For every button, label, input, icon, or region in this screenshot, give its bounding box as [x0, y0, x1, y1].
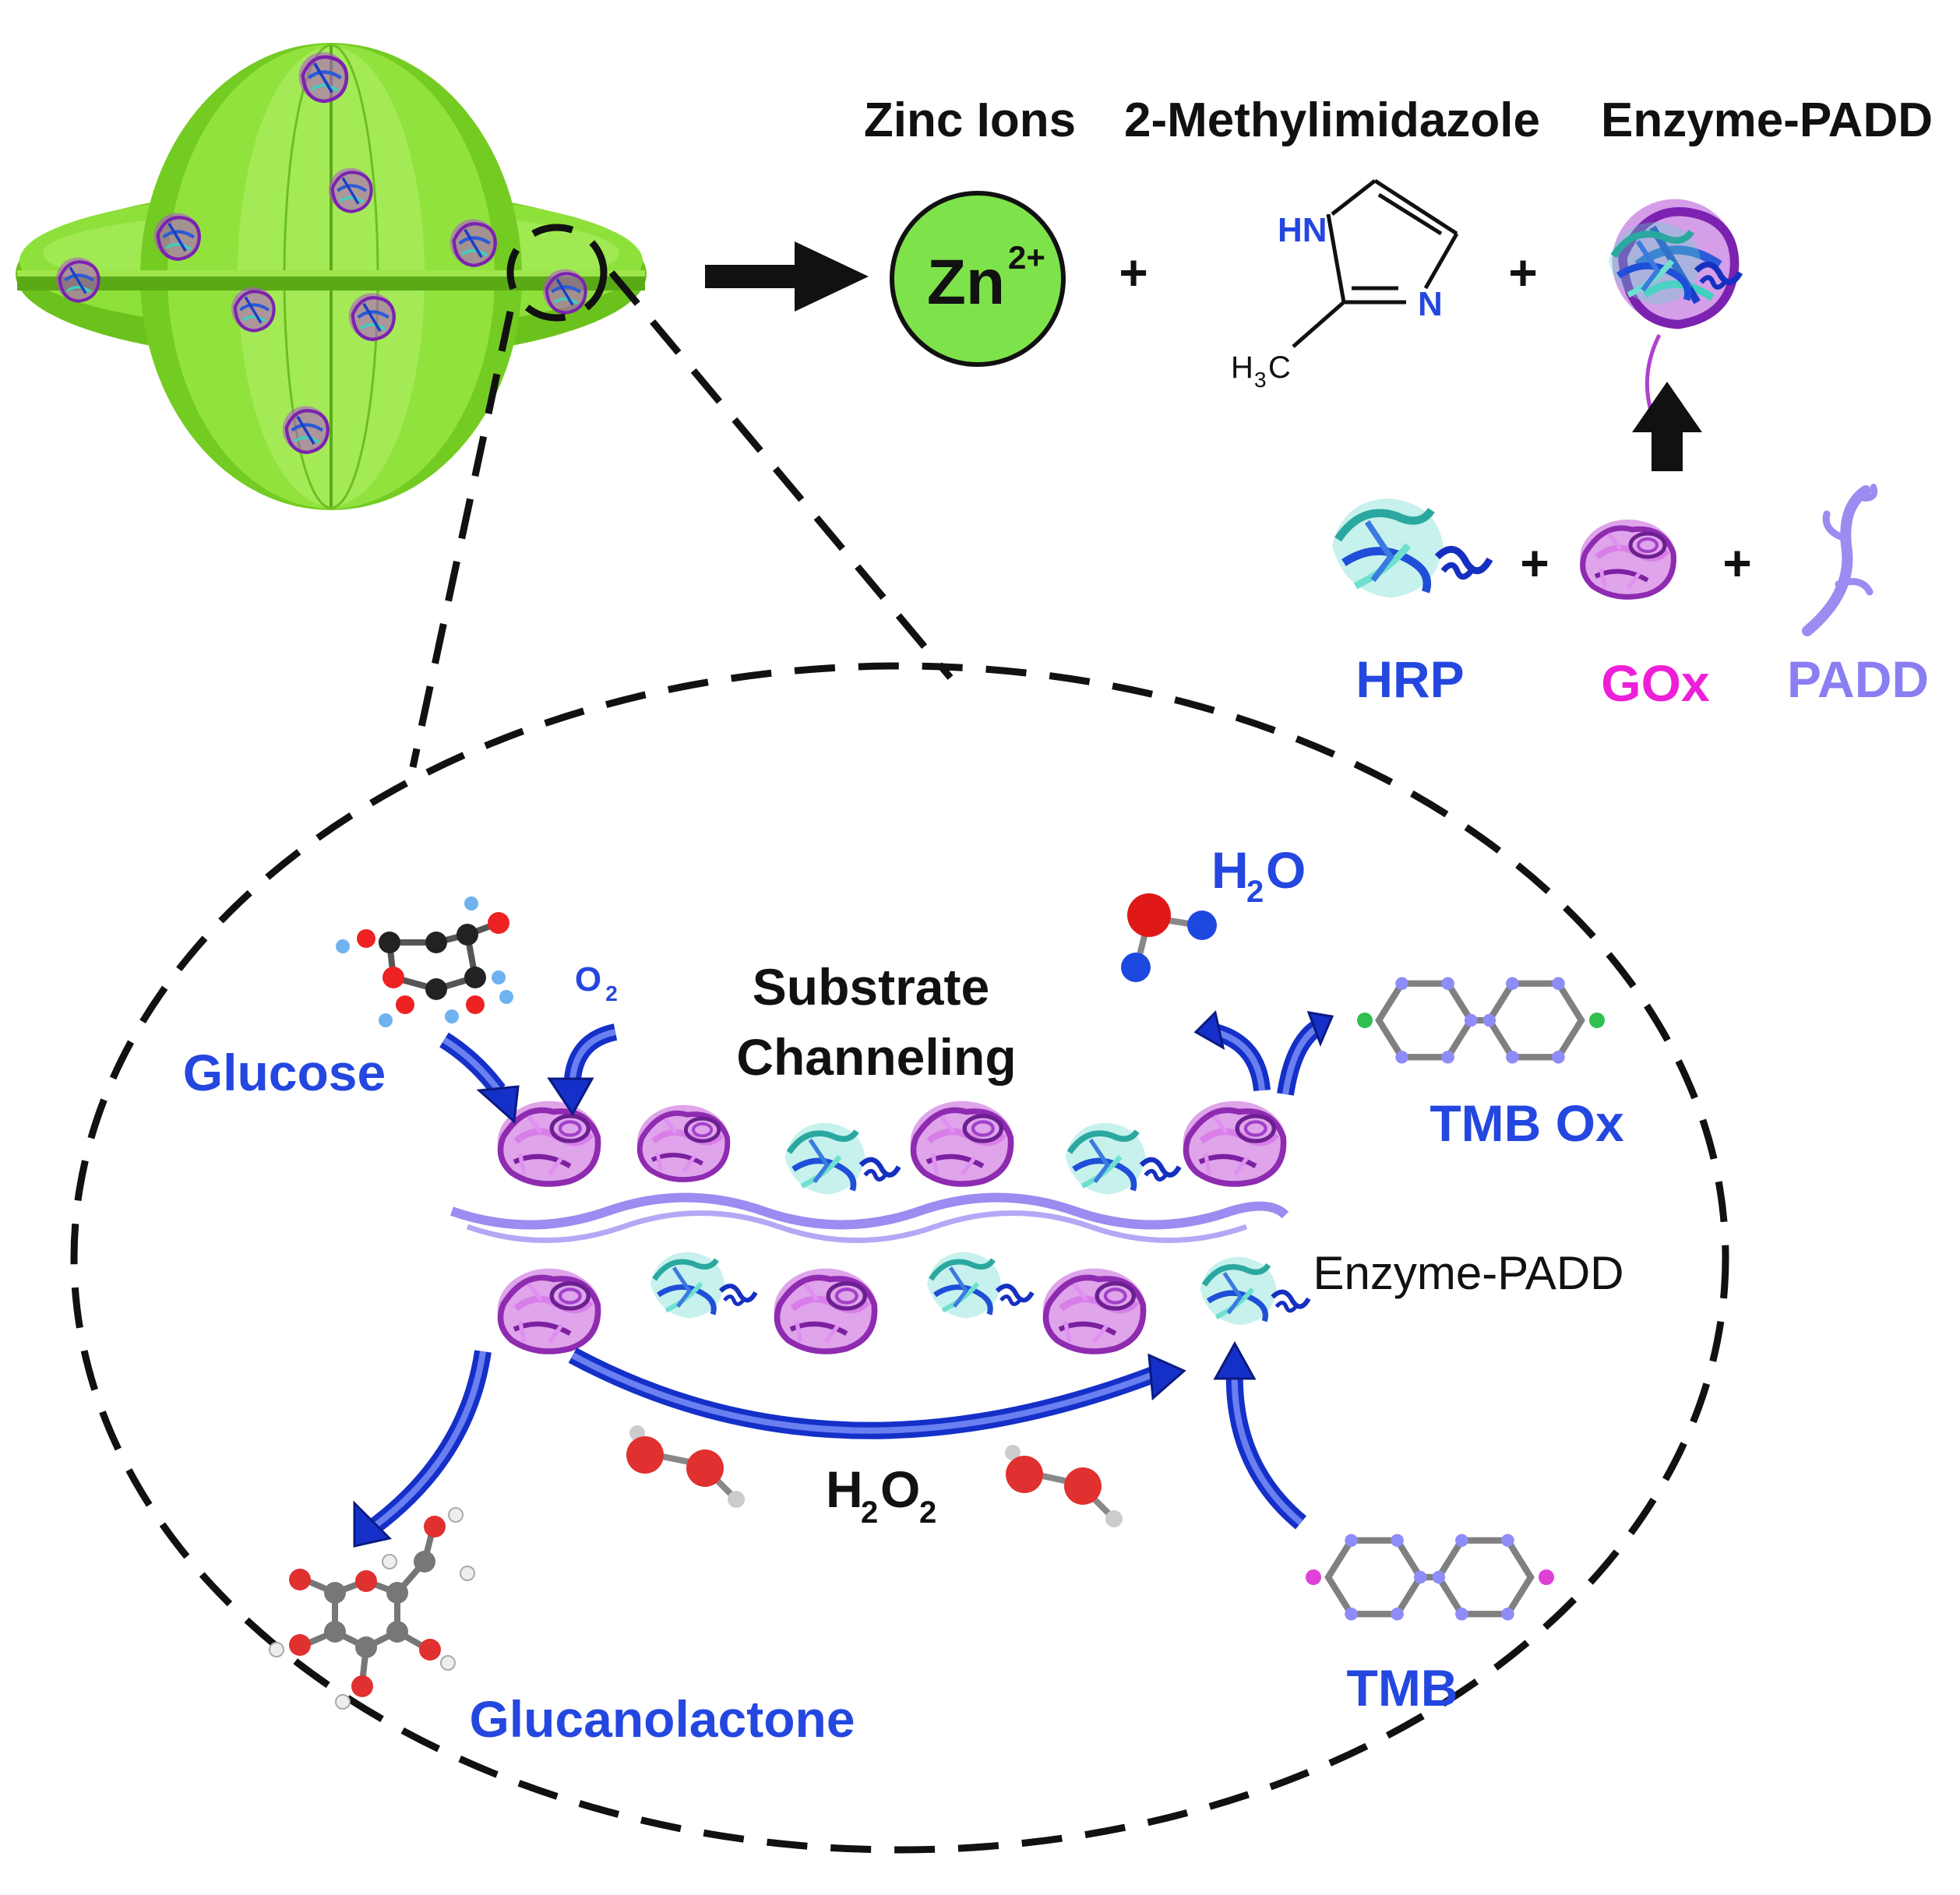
tmb-ox-label: TMB Ox [1429, 1094, 1624, 1152]
enzyme-padd-top-label: Enzyme-PADD [1601, 93, 1933, 147]
zoom-indicator [70, 224, 1729, 1854]
plus-sign: + [1520, 535, 1549, 591]
o2-label-main: O [575, 960, 601, 999]
tmb-label: TMB [1347, 1659, 1458, 1717]
methylimidazole-label: 2-Methylimidazole [1124, 93, 1540, 147]
padd-label: PADD [1787, 650, 1929, 708]
imidazole-n: N [1418, 285, 1443, 323]
h2o2-sub1: 2 [861, 1495, 878, 1530]
enzyme-array-top [498, 1101, 1287, 1195]
zinc-ions-label: Zinc Ions [864, 93, 1076, 147]
h2o2-h: H [826, 1460, 863, 1518]
glucanolactone-label: Glucanolactone [469, 1690, 855, 1748]
zinc-ion: Zn 2+ [890, 191, 1066, 367]
tmb-end-atom [1306, 1569, 1321, 1585]
padd-structure [1802, 484, 1878, 636]
imidazole-h3c-c: C [1268, 350, 1291, 385]
substrate-channeling-line1: Substrate [753, 958, 989, 1016]
padd-chain [450, 1192, 1289, 1243]
hrp-structure [1332, 498, 1490, 598]
assembly-arrow [1632, 382, 1702, 471]
substrate-channeling-line2: Channeling [736, 1028, 1016, 1086]
h2o2-o: O [880, 1460, 920, 1518]
imidazole-structure: HN N H 3 C [1231, 178, 1459, 392]
imidazole-h3c-h: H [1231, 350, 1253, 385]
cascade-arrows-inner [372, 1025, 1319, 1530]
cascade-arrowheads [353, 1010, 1334, 1548]
plus-sign: + [1508, 245, 1537, 301]
tmb-molecule [1328, 1534, 1531, 1620]
tmb-ox-molecule [1379, 977, 1581, 1063]
tmb-ox-end-atom [1589, 1013, 1605, 1028]
gox-label: GOx [1601, 654, 1710, 712]
h2o-sub: 2 [1246, 875, 1264, 909]
water-molecule [1121, 893, 1217, 982]
hrp-label: HRP [1355, 650, 1464, 708]
plus-sign: + [1119, 245, 1147, 301]
enzyme-array-bottom [498, 1252, 1309, 1352]
enzyme-padd-label: Enzyme-PADD [1313, 1247, 1624, 1299]
formation-arrow [705, 241, 869, 312]
imidazole-h3c-sub: 3 [1254, 368, 1267, 392]
zinc-charge: 2+ [1008, 239, 1045, 276]
glucanolactone-molecule [269, 1507, 475, 1710]
tmb-end-atom [1539, 1569, 1554, 1585]
h2o2-molecule [626, 1425, 745, 1508]
zif-particle [16, 43, 647, 510]
h2o-o: O [1266, 841, 1306, 899]
zinc-symbol: Zn [927, 247, 1005, 318]
plus-sign: + [1722, 535, 1751, 591]
h2o2-sub2: 2 [919, 1495, 936, 1530]
gox-structure [1580, 520, 1676, 597]
tmb-ox-end-atom [1357, 1013, 1373, 1028]
enzyme-padd-cluster [1609, 199, 1740, 414]
glucose-molecule [336, 896, 513, 1027]
imidazole-hn: HN [1278, 211, 1327, 249]
h2o2-molecule [1005, 1445, 1123, 1527]
o2-label-sub: 2 [605, 981, 618, 1006]
glucose-label: Glucose [183, 1044, 386, 1101]
h2o-h: H [1211, 841, 1249, 899]
